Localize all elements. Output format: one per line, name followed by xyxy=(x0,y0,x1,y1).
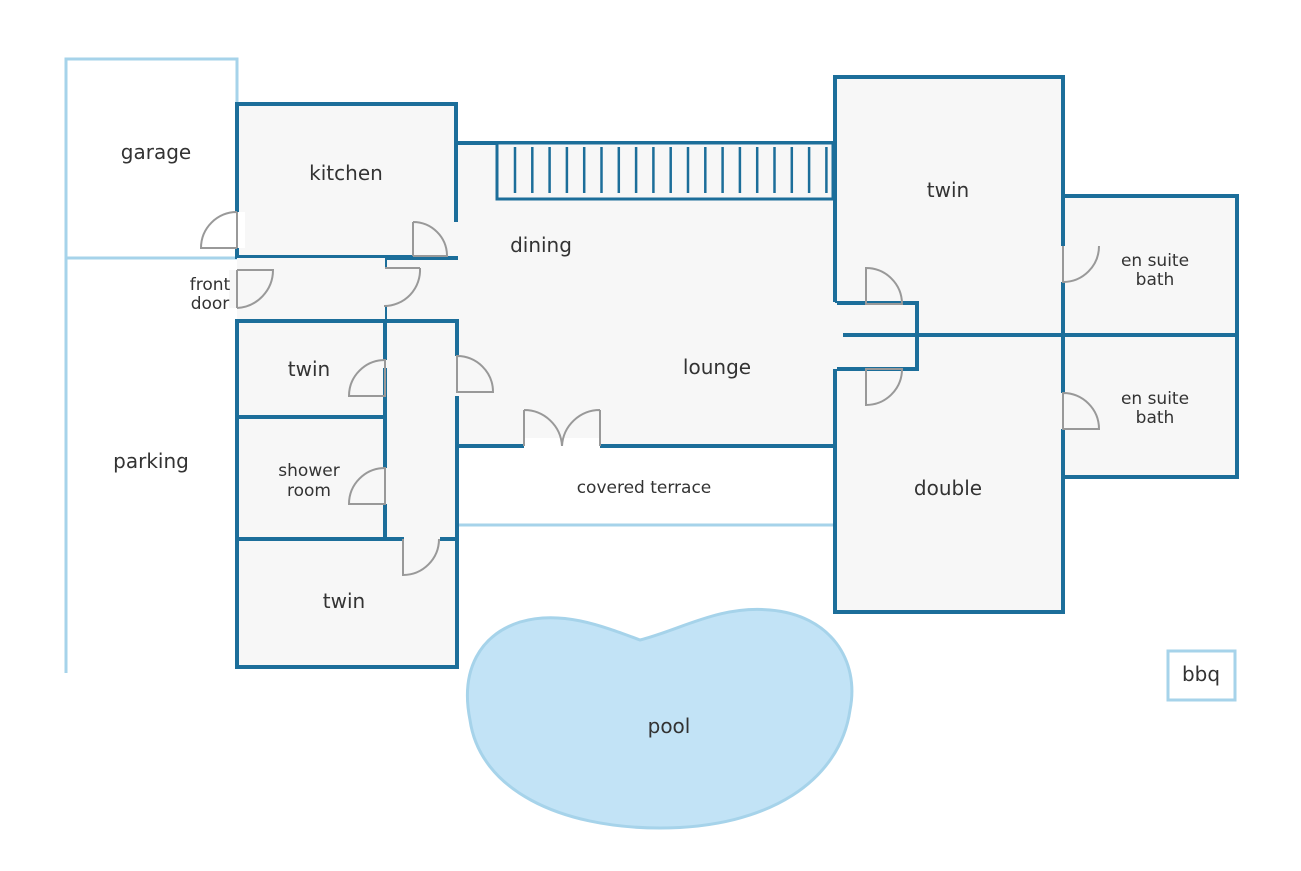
door-swings xyxy=(199,211,1101,577)
pool-shape xyxy=(465,607,854,830)
door-twin-double xyxy=(865,266,904,407)
site-outlines xyxy=(64,57,835,673)
door-twin-lower xyxy=(402,538,440,577)
double-room xyxy=(833,333,1065,614)
door-front xyxy=(236,269,275,309)
door-kitchen-outer xyxy=(199,211,238,249)
twin-lower-room xyxy=(235,537,459,669)
label-twin-right: twin xyxy=(927,178,969,202)
label-pool: pool xyxy=(648,714,691,738)
door-terrace xyxy=(523,408,601,447)
label-shower-room-2: room xyxy=(287,481,331,501)
label-parking: parking xyxy=(113,449,189,473)
kitchen-room xyxy=(235,102,458,259)
label-garage: garage xyxy=(121,140,191,164)
stairs xyxy=(495,141,835,201)
label-en-suite-upper-2: bath xyxy=(1136,270,1175,290)
door-kitchen-dining xyxy=(412,221,449,257)
door-en-suite-upper xyxy=(1062,245,1100,284)
label-lounge: lounge xyxy=(683,355,751,379)
label-en-suite-upper-1: en suite xyxy=(1121,251,1189,271)
rooms xyxy=(235,75,1239,669)
label-dining: dining xyxy=(510,233,572,257)
label-kitchen: kitchen xyxy=(309,161,383,185)
door-shower xyxy=(347,466,386,505)
label-double: double xyxy=(914,476,982,500)
label-en-suite-lower-1: en suite xyxy=(1121,389,1189,409)
bbq-box xyxy=(1166,649,1237,702)
twin-right-room xyxy=(833,75,1065,337)
en-suite-upper-room xyxy=(1061,194,1239,337)
bedroom-corridor xyxy=(383,319,459,541)
label-twin-lower: twin xyxy=(323,589,365,613)
door-en-suite-lower xyxy=(1062,391,1101,430)
label-covered-terrace: covered terrace xyxy=(577,478,712,498)
garage-outline xyxy=(64,57,239,673)
room-labels: garage kitchen dining front door lounge … xyxy=(113,140,1220,738)
label-front-door-2: door xyxy=(191,294,230,314)
label-front-door-1: front xyxy=(190,275,231,295)
label-twin-upper: twin xyxy=(288,357,330,381)
label-en-suite-lower-2: bath xyxy=(1136,408,1175,428)
label-shower-room-1: shower xyxy=(278,461,339,481)
door-corridor-lounge xyxy=(456,354,495,393)
door-hall xyxy=(383,267,422,308)
door-twin-upper xyxy=(347,358,386,397)
label-bbq: bbq xyxy=(1182,662,1220,686)
front-door-area xyxy=(237,258,385,321)
